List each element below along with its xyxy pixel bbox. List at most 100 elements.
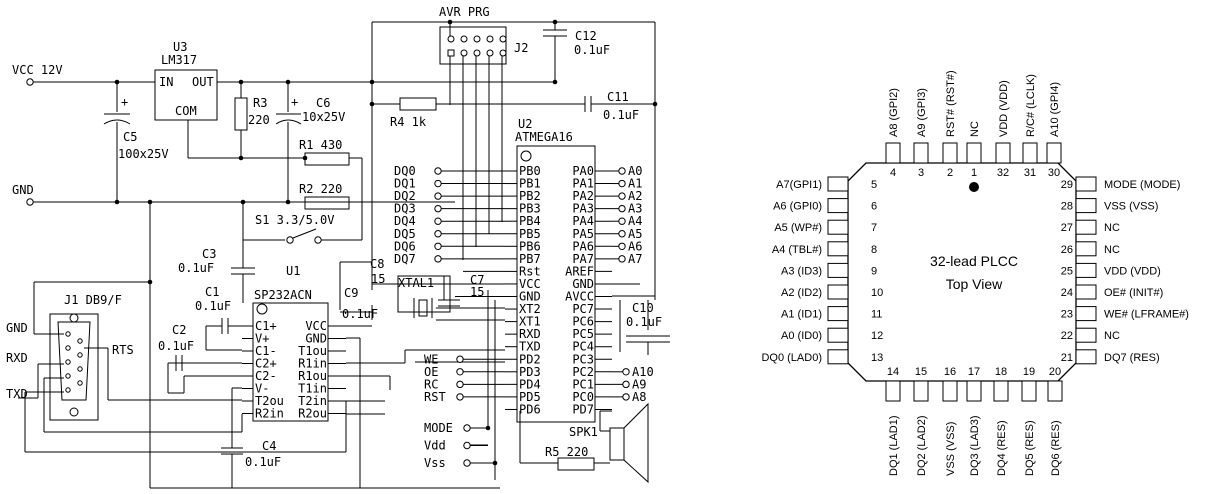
plcc-pin-label: DQ5 (RES) <box>1024 420 1036 476</box>
plcc-pin-label: A3 (ID3) <box>781 265 822 277</box>
plcc-pin-number: 32 <box>997 167 1009 179</box>
j1-rts-label: RTS <box>112 343 134 357</box>
plcc-pin-15 <box>913 380 929 402</box>
plcc-pin-label: A2 (ID2) <box>781 287 822 299</box>
plcc-pin-number: 14 <box>887 366 899 378</box>
signal-a10: A10 <box>632 365 654 379</box>
plcc-pin-number: 7 <box>871 222 877 234</box>
u1-name: SP232ACN <box>254 288 312 302</box>
signal-terminal <box>463 441 471 450</box>
plcc-pin-number: 26 <box>1061 244 1073 256</box>
c1-label: C1 <box>205 285 219 299</box>
signal-dq2: DQ2 <box>394 189 416 203</box>
u2-pin-pa4: PA4 <box>572 214 594 228</box>
signal-terminal <box>434 255 442 263</box>
j1-pin <box>77 338 83 344</box>
j2-pin-1 <box>447 49 455 57</box>
j1-mount <box>69 313 79 323</box>
u1-pin-t2ou: T2ou <box>255 394 284 408</box>
plcc-pin-21 <box>1075 349 1097 365</box>
s1-contact <box>286 236 294 244</box>
plcc-pin-label: OE# (INIT#) <box>1104 287 1163 299</box>
j2-pin <box>473 49 481 57</box>
junction-dot <box>552 79 558 85</box>
plcc-pin-number: 22 <box>1061 330 1073 342</box>
u2-pin-pc6: PC6 <box>572 315 594 329</box>
u1-pin-gnd: GND <box>305 332 327 346</box>
c5-polarity: + <box>121 95 128 109</box>
plcc-pin-9 <box>827 262 849 278</box>
u1-pin-r1ou: R1ou <box>298 369 327 383</box>
plcc-pin-label: WE# (LFRAME#) <box>1104 309 1189 321</box>
plcc-pin-label: A1 (ID1) <box>781 309 822 321</box>
c12-value: 0.1uF <box>574 43 610 57</box>
xtal-frame <box>397 275 451 313</box>
c6-value: 10x25V <box>302 110 345 124</box>
u3-com-pin: COM <box>175 104 197 118</box>
u2-pin-pd4: PD4 <box>519 377 541 391</box>
c3-label: C3 <box>202 247 216 261</box>
plcc-pin-32 <box>995 142 1011 164</box>
signal-terminal <box>618 217 626 225</box>
signal-terminal <box>434 217 442 225</box>
c2-value: 0.1uF <box>158 339 194 353</box>
signal-dq0: DQ0 <box>394 164 416 178</box>
plcc-pin-6 <box>827 198 849 214</box>
signal-dq5: DQ5 <box>394 227 416 241</box>
s1-contact <box>314 236 322 244</box>
r4-body <box>399 97 437 111</box>
signal-a0: A0 <box>628 164 642 178</box>
plcc-pin-11 <box>827 306 849 322</box>
u1-pin-c2: C2+ <box>255 357 277 371</box>
c9-label: C9 <box>344 286 358 300</box>
plcc-pin-23 <box>1075 306 1097 322</box>
j1-mount <box>69 407 79 417</box>
junction-dot <box>285 199 291 205</box>
plcc-pin-label: DQ4 (RES) <box>996 420 1008 476</box>
signal-dq1: DQ1 <box>394 177 416 191</box>
junction-dot <box>238 79 244 85</box>
r1-body <box>304 152 350 166</box>
j1-pin <box>77 352 83 358</box>
plcc-pin-label: NC <box>1104 244 1120 256</box>
signal-a2: A2 <box>628 189 642 203</box>
u2-pin-rst: Rst <box>519 264 541 278</box>
c5-plate-curved <box>103 119 131 125</box>
j1-gnd-label: GND <box>6 321 28 335</box>
xtal-label: XTAL1 <box>398 276 434 290</box>
s1-label: S1 3.3/5.0V <box>255 213 334 227</box>
vcc12-label: VCC 12V <box>12 63 63 77</box>
u2-pin-pb0: PB0 <box>519 164 541 178</box>
spk-body <box>609 427 625 461</box>
j2-pin <box>499 49 507 57</box>
plcc-pin-25 <box>1075 262 1097 278</box>
plcc-pin-12 <box>827 327 849 343</box>
c4-label: C4 <box>262 439 276 453</box>
c10-label: C10 <box>632 301 654 315</box>
junction-dot <box>114 199 120 205</box>
u1-pin-c1: C1- <box>255 344 277 358</box>
junction-dot <box>652 101 658 107</box>
plcc-pin-28 <box>1075 198 1097 214</box>
u1-pin-c2: C2- <box>255 369 277 383</box>
plcc-pin-label: VDD (VDD) <box>998 80 1010 137</box>
u2-ref: U2 <box>518 117 532 131</box>
signal-a1: A1 <box>628 177 642 191</box>
signal-terminal <box>434 204 442 213</box>
u2-notch <box>520 150 532 162</box>
u2-pin-pb3: PB3 <box>519 202 541 216</box>
signal-terminal <box>463 424 471 432</box>
u2-pin-pa3: PA3 <box>572 202 594 216</box>
plcc-pin-label: NC <box>969 121 981 137</box>
junction-dot <box>485 425 491 431</box>
plcc-pin-label: NC <box>1104 330 1120 342</box>
j1-pin <box>65 373 71 379</box>
j2-body <box>439 26 507 65</box>
spk-cone <box>623 402 649 484</box>
plcc-pin-number: 19 <box>1023 366 1035 378</box>
plcc-pin-label: DQ0 (LAD0) <box>761 352 822 364</box>
plcc-pin-number: 16 <box>944 366 956 378</box>
u2-pin-pd3: PD3 <box>519 365 541 379</box>
junction-dot <box>114 79 120 85</box>
